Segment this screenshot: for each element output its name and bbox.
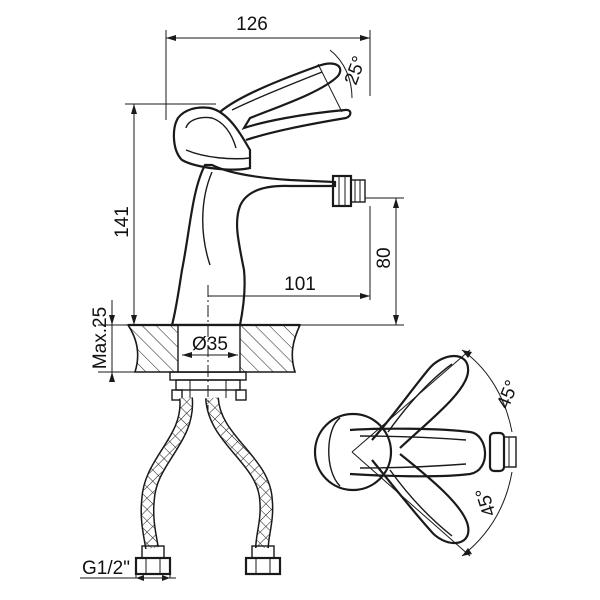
side-view: 126 25° 141 80 [80,14,404,581]
cartridge-inner [185,116,237,149]
dim-width-126-label: 126 [236,14,268,35]
lever-handle [219,62,352,142]
angle-ref-lower [351,451,471,557]
top-body [349,427,487,478]
flexible-hoses [140,397,274,550]
cartridge-band [185,149,251,160]
dim-max-thickness: Max.25 [90,300,135,382]
base-circle [313,412,393,492]
angle-top-label: 45° [493,377,523,412]
dim-height-141-label: 141 [112,206,133,238]
hose-fitting-left [134,545,172,576]
dim-thread: G1/2" [80,558,176,581]
lever-rotated-down-inner [389,469,453,537]
dim-lever-angle: 25° [317,49,371,113]
dim-thread-label: G1/2" [82,558,130,579]
lever-inner [231,71,323,111]
dim-hole-diameter: Ø35 [182,334,238,358]
spout-nozzle [331,174,366,208]
angle-ref-upper [351,349,471,453]
top-body-inner [359,435,467,441]
dim-max-thickness-label: Max.25 [90,307,111,369]
cartridge-housing [172,106,252,171]
countertop-section [126,323,302,373]
dim-height-141: 141 [112,103,216,325]
angle-arc-upper [461,349,513,433]
dim-spout-height-80-label: 80 [374,247,395,268]
lever-rotated-up [371,355,470,449]
dim-lever-angle-label: 25° [341,54,371,88]
angle-arc-lower [461,471,513,557]
dim-spout-reach-101-label: 101 [284,274,316,295]
dim-spout-reach-101: 101 [208,206,371,300]
angle-bottom-label: 45° [472,485,501,519]
base-inner-arc [328,417,341,487]
top-view: 45° 45° [313,349,523,557]
body-inner-curve [202,171,213,266]
faucet-body-outline [170,163,337,327]
top-body-inner-2 [359,463,467,469]
dim-hole-diameter-label: Ø35 [192,334,228,355]
dim-width-126: 126 [165,14,371,120]
hose-fitting-right [244,545,282,576]
top-nozzle [488,431,517,473]
dim-spout-height-80: 80 [300,197,404,326]
